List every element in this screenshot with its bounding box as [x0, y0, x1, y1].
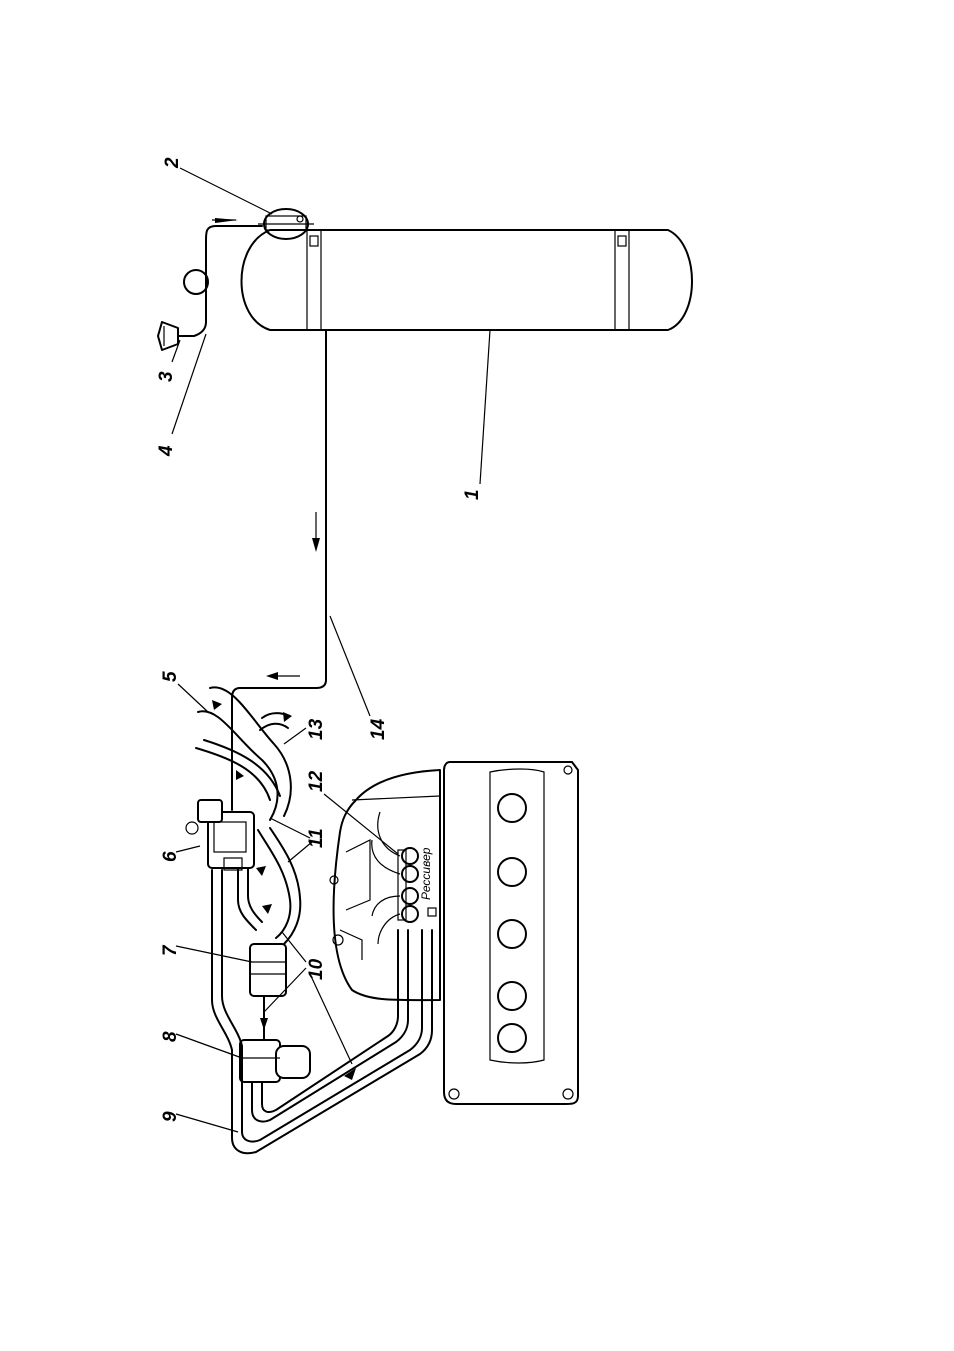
label-4: 4 — [156, 445, 177, 457]
label-14: 14 — [368, 718, 389, 740]
label-5: 5 — [160, 671, 181, 682]
filling-line — [178, 218, 262, 336]
flow-arrow — [256, 866, 266, 876]
intake-receiver: Рессивер — [330, 770, 440, 1000]
flow-arrow — [212, 700, 222, 710]
label-7: 7 — [160, 944, 181, 956]
label-10: 10 — [306, 958, 327, 980]
label-8: 8 — [160, 1031, 181, 1042]
reducer-evaporator — [186, 800, 254, 870]
filling-device — [158, 322, 178, 350]
flow-arrow — [283, 712, 292, 722]
gas-filter — [250, 944, 286, 1040]
label-3: 3 — [156, 371, 177, 382]
injectors — [398, 848, 418, 922]
label-12: 12 — [306, 770, 327, 792]
label-1: 1 — [462, 489, 483, 500]
flow-arrow — [260, 1018, 268, 1030]
label-2: 2 — [162, 157, 183, 169]
flow-arrow — [312, 538, 320, 552]
flow-arrow — [236, 770, 244, 780]
label-6: 6 — [160, 851, 181, 862]
leader-lines — [172, 168, 490, 1132]
receiver-label: Рессивер — [419, 847, 433, 900]
label-11: 11 — [306, 828, 327, 848]
label-9: 9 — [160, 1111, 181, 1122]
multivalve — [258, 209, 314, 239]
supply-hoses — [212, 870, 432, 1153]
flow-arrow — [262, 904, 272, 914]
engine-block — [444, 762, 578, 1104]
gas-tank — [242, 230, 693, 330]
label-13: 13 — [306, 718, 327, 740]
dispenser-unit — [240, 1040, 310, 1082]
